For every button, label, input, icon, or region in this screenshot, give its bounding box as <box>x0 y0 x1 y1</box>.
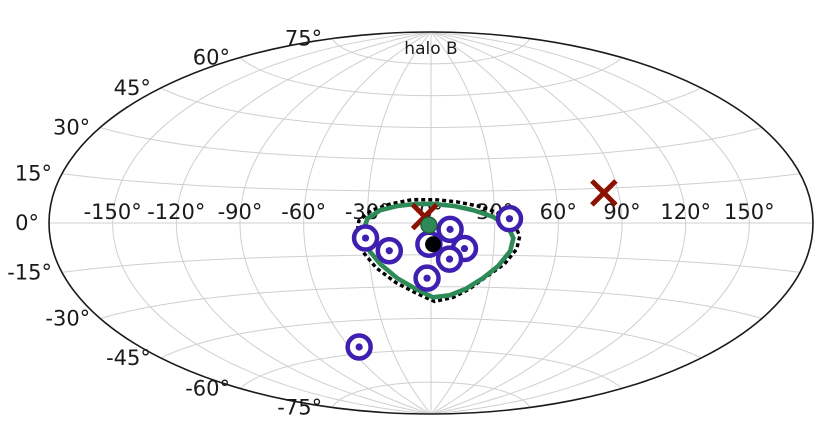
lat-tick-label: -15° <box>7 260 52 284</box>
lon-tick-label: -90° <box>218 200 263 224</box>
ring-marker <box>345 333 373 361</box>
ring-marker <box>413 264 441 292</box>
ring-marker <box>436 215 464 244</box>
ring-marker <box>495 204 524 233</box>
lon-tick-label: 120° <box>660 200 711 224</box>
green-dot-marker <box>420 216 438 234</box>
lon-tick-label: -120° <box>147 200 205 224</box>
parallel-line <box>100 127 762 160</box>
markers <box>345 179 618 361</box>
lat-tick-label: 15° <box>15 162 52 186</box>
parallel-line <box>61 173 801 192</box>
lat-tick-label: 30° <box>53 116 90 140</box>
latitude-tick-labels: -75° -60° -45° -30° -15° 0° 15°30° 45° 60° 75° <box>7 27 322 420</box>
ring-marker <box>351 224 380 252</box>
parallel-line <box>160 318 702 359</box>
lon-tick-label: -60° <box>281 200 326 224</box>
chart-title: halo B <box>404 39 457 59</box>
parallel-line <box>331 381 531 408</box>
parallel-line <box>239 57 623 97</box>
lat-tick-label: 45° <box>114 76 151 100</box>
lon-tick-label: 90° <box>603 200 640 224</box>
lat-tick-label: 60° <box>193 46 230 70</box>
lat-tick-label: -60° <box>185 376 230 400</box>
lat-tick-label: -75° <box>277 396 322 420</box>
lon-tick-label: -150° <box>84 200 142 224</box>
lon-tick-label: 60° <box>540 200 577 224</box>
parallel-line <box>239 349 623 389</box>
map-boundary <box>48 31 814 415</box>
ring-marker <box>435 245 464 273</box>
cross-marker <box>590 179 618 207</box>
parallel-line <box>160 87 702 128</box>
lon-tick-label: 150° <box>724 200 775 224</box>
lat-tick-label: -45° <box>106 346 151 370</box>
black-dot-marker <box>425 236 442 253</box>
ring-marker <box>375 236 404 265</box>
parallel-line <box>331 38 531 65</box>
lat-tick-label: 0° <box>15 211 39 235</box>
lat-tick-label: -30° <box>45 307 90 331</box>
lat-tick-label: 75° <box>285 27 322 51</box>
